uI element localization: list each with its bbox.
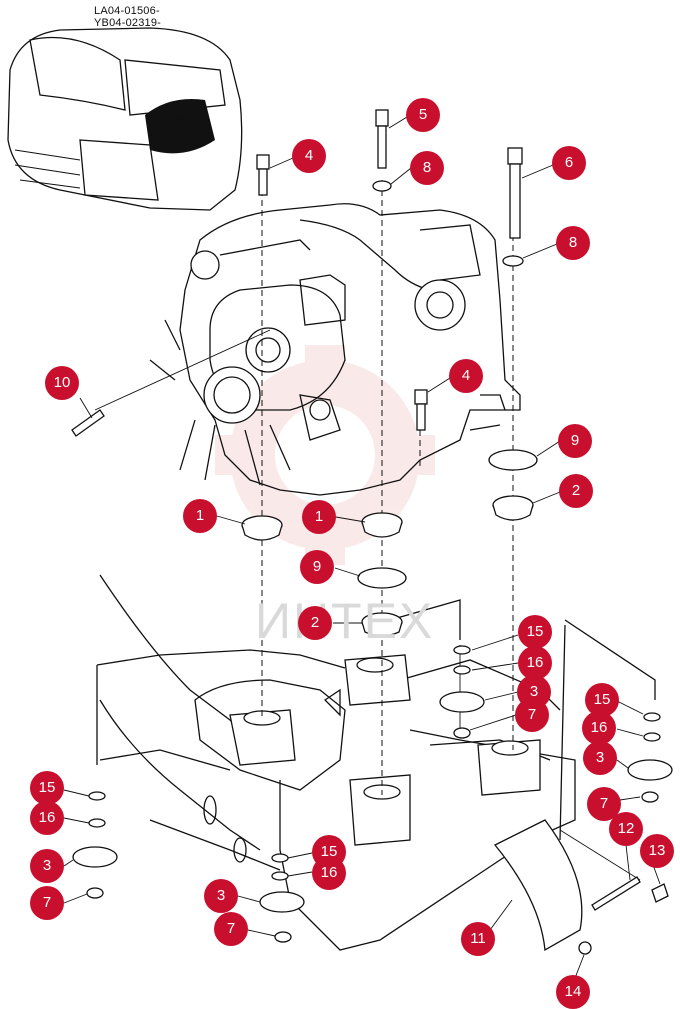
callout-4-top[interactable]: 4 xyxy=(292,139,326,173)
callout-2-center[interactable]: 2 xyxy=(298,606,332,640)
machine-frame xyxy=(96,574,656,951)
callout-2-right[interactable]: 2 xyxy=(559,474,593,508)
machine-thumbnail xyxy=(7,27,243,211)
callout-7-left[interactable]: 7 xyxy=(30,886,64,920)
callout-3-right[interactable]: 3 xyxy=(583,741,617,775)
washer-parts xyxy=(372,180,524,267)
callout-5[interactable]: 5 xyxy=(406,98,440,132)
callout-9-right[interactable]: 9 xyxy=(558,424,592,458)
callout-15-center[interactable]: 15 xyxy=(518,615,552,649)
callout-14[interactable]: 14 xyxy=(556,975,590,1009)
callout-12[interactable]: 12 xyxy=(609,812,643,846)
drawing-code-primary: LA04-01506- xyxy=(94,5,160,17)
callout-3-left[interactable]: 3 xyxy=(30,849,64,883)
callout-8-top[interactable]: 8 xyxy=(410,151,444,185)
watermark-text: ИНТЕХ xyxy=(255,593,435,649)
callout-8-right[interactable]: 8 xyxy=(556,226,590,260)
callout-16-left[interactable]: 16 xyxy=(30,801,64,835)
callout-10[interactable]: 10 xyxy=(45,366,79,400)
drawing-code-secondary: YB04-02319- xyxy=(94,17,162,29)
callout-9-center[interactable]: 9 xyxy=(300,550,334,584)
assembly-guide-lines xyxy=(94,180,641,881)
callout-7-center[interactable]: 7 xyxy=(515,698,549,732)
callout-15-left[interactable]: 15 xyxy=(30,771,64,805)
callout-7-bottom[interactable]: 7 xyxy=(214,912,248,946)
cover-plate-part xyxy=(493,819,669,955)
callout-11[interactable]: 11 xyxy=(461,922,495,956)
callout-1-center[interactable]: 1 xyxy=(302,500,336,534)
engine-assembly xyxy=(149,203,521,496)
callout-1-left[interactable]: 1 xyxy=(183,499,217,533)
callout-4-middle[interactable]: 4 xyxy=(449,359,483,393)
callout-3-bottom[interactable]: 3 xyxy=(204,879,238,913)
rubber-mount-parts xyxy=(72,449,673,943)
bolt-parts xyxy=(71,109,523,437)
callout-6[interactable]: 6 xyxy=(552,146,586,180)
callout-16-right[interactable]: 16 xyxy=(582,711,616,745)
callout-leader-lines xyxy=(63,116,661,979)
mount-brackets xyxy=(229,654,541,846)
callout-16-bottom[interactable]: 16 xyxy=(312,856,346,890)
callout-16-center[interactable]: 16 xyxy=(518,646,552,680)
callout-13[interactable]: 13 xyxy=(640,834,674,868)
